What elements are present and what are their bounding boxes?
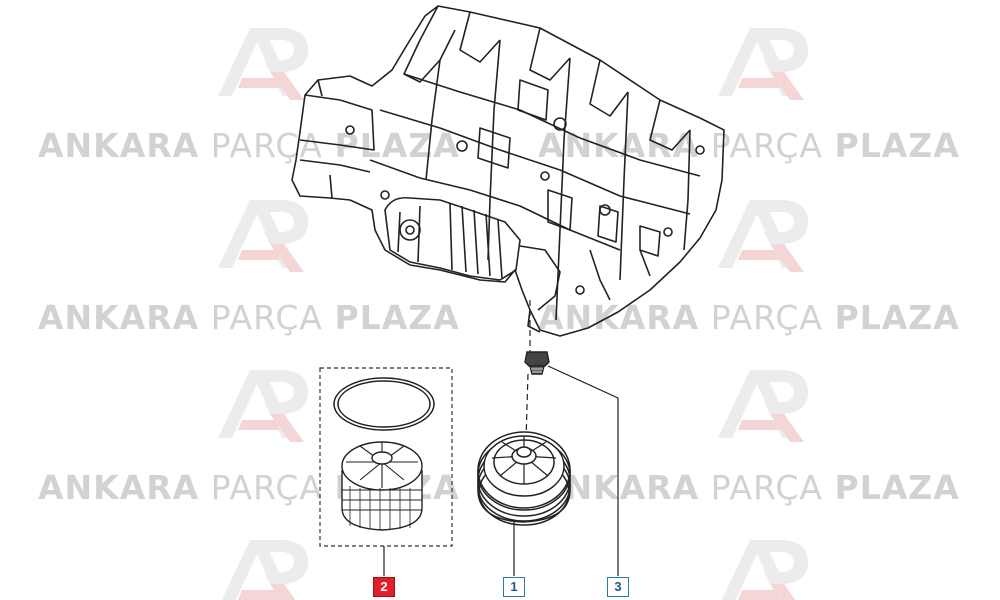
ap-logo-icon	[218, 28, 308, 100]
ap-logo-icon	[718, 540, 808, 600]
filter-element-icon	[341, 441, 423, 531]
plug-icon	[524, 351, 550, 375]
leader-line-3	[547, 365, 619, 576]
kit-group-box	[319, 367, 453, 547]
engine-block-icon	[291, 5, 725, 337]
ap-logo-icon	[718, 28, 808, 100]
callout-1[interactable]: 1	[503, 577, 525, 597]
filter-cap-icon	[477, 431, 571, 526]
callout-3[interactable]: 3	[607, 577, 629, 597]
o-ring-icon	[333, 377, 435, 431]
ap-logo-icon	[218, 200, 308, 272]
axis-line	[525, 373, 529, 441]
callout-2[interactable]: 2	[373, 577, 395, 597]
ap-logo-icon	[218, 540, 308, 600]
ap-logo-icon	[718, 200, 808, 272]
ap-logo-icon	[218, 370, 308, 442]
ap-logo-icon	[718, 370, 808, 442]
